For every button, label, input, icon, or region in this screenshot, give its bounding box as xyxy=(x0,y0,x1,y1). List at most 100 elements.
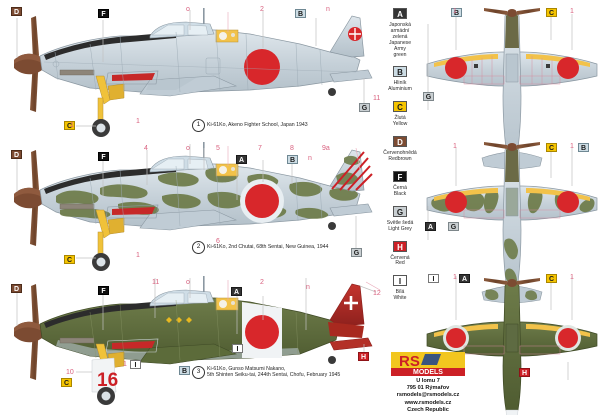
callout-letter-B-p2: B xyxy=(287,155,298,164)
legend-swatch-G: G xyxy=(393,205,407,217)
callout-letter-B-tv1: B xyxy=(451,8,462,17)
topview-3-artwork xyxy=(426,278,598,415)
callout-letter-G-tv1: G xyxy=(423,92,434,101)
callout-letter-C-tv2: C xyxy=(546,143,557,152)
callout-letter-C-p3: C xyxy=(61,378,72,387)
legend-swatch-B: B xyxy=(393,66,407,78)
callout-num-1-tv2b: 1 xyxy=(570,143,574,150)
legend-label-en-H: Red xyxy=(395,260,405,267)
profile-1-number: 1 xyxy=(192,119,205,132)
callout-letter-C-tv1: C xyxy=(546,8,557,17)
legend-label-en-I: White xyxy=(393,295,407,302)
callout-letter-G-p2: G xyxy=(351,248,362,257)
callout-num-1-tv1a: 1 xyxy=(453,8,457,15)
callout-num-o-p2: o xyxy=(186,145,190,152)
legend-swatch-H: H xyxy=(393,240,407,252)
legend-swatch-D: D xyxy=(393,136,407,148)
callout-num-n-p2: n xyxy=(308,155,312,162)
legend-label-cz-F: Černá xyxy=(393,184,407,191)
topview-2-artwork xyxy=(426,142,598,304)
brand-address: U lomu 7 795 01 Rýmařov rsmodels@rsmodel… xyxy=(396,378,460,413)
callout-num-5-p2: 5 xyxy=(216,145,220,152)
callout-num-8-p2: 8 xyxy=(290,145,294,152)
callout-letter-B-p3: B xyxy=(179,366,190,375)
profile-1-artwork xyxy=(14,8,373,137)
legend-item-A: A Japonská armádní zelená Japanese Army … xyxy=(374,4,426,58)
callout-num-2-p1: 2 xyxy=(260,6,264,13)
callout-num-1-tv2a: 1 xyxy=(453,143,457,150)
callout-letter-I-p3b: I xyxy=(130,360,141,369)
legend-label-cz-G: Světle šedá xyxy=(386,219,414,226)
callout-num-11-p3: 11 xyxy=(152,279,160,286)
rs-models-logo: RS MODELS xyxy=(391,352,465,376)
callout-letter-G-tv2: G xyxy=(448,222,459,231)
svg-text:16: 16 xyxy=(97,370,118,391)
callout-letter-C-p1: C xyxy=(64,121,75,130)
callout-num-2-p3: 2 xyxy=(260,279,264,286)
legend-label-cz-I: Bílá xyxy=(395,289,405,296)
callout-letter-D-p2: D xyxy=(11,150,22,159)
profile-3-number: 3 xyxy=(192,366,205,379)
callout-num-n-p1: n xyxy=(326,6,330,13)
profile-1-caption: Ki-61Ko, Akeno Fighter School, Japan 194… xyxy=(207,122,308,128)
callout-num-4-p2: 4 xyxy=(144,145,148,152)
profile-2-number: 2 xyxy=(192,241,205,254)
callout-letter-G-p1: G xyxy=(359,103,370,112)
legend-item-G: G Světle šedá Light Grey xyxy=(374,202,426,233)
callout-num-1-p2: 1 xyxy=(136,252,140,259)
legend-label-en-F: Black xyxy=(393,190,407,197)
legend-label-cz-H: Červená xyxy=(390,254,410,261)
callout-letter-B-tv2: B xyxy=(578,143,589,152)
callout-letter-F-p1: F xyxy=(98,9,109,18)
callout-num-n-p3: n xyxy=(306,284,310,291)
profile-3-artwork: 16 xyxy=(14,276,373,405)
legend-swatch-A: A xyxy=(393,8,407,19)
callout-letter-I-p3: I xyxy=(232,344,243,353)
callout-num-3-legend: 11 xyxy=(373,95,381,102)
legend-label-en-B: Aluminium xyxy=(388,86,412,93)
color-legend: A Japonská armádní zelená Japanese Army … xyxy=(374,4,426,306)
legend-label-en-D: Redbrown xyxy=(388,155,412,162)
callout-num-10-p3: 10 xyxy=(66,369,74,376)
legend-swatch-I: I xyxy=(393,275,407,287)
profile-3-caption: Ki-61Ko, Gunso Matsumi Nakano, 5th Shint… xyxy=(207,366,341,378)
legend-label-en-C: Yellow xyxy=(392,121,408,128)
callout-num-1-tv3a: 1 xyxy=(453,274,457,281)
callout-num-1-p1: 1 xyxy=(136,118,140,125)
legend-item-H: H Červená Red xyxy=(374,237,426,268)
legend-item-B: B Hliník Aluminium xyxy=(374,62,426,93)
legend-label-cz-C: Žlutá xyxy=(394,115,406,122)
legend-item-C: C Žlutá Yellow xyxy=(374,97,426,128)
callout-num-6-p2: 6 xyxy=(216,238,220,245)
callout-num-o-p1: o xyxy=(186,6,190,13)
callout-num-1-tv1b: 1 xyxy=(570,8,574,15)
callout-num-12-p3: 12 xyxy=(373,290,381,297)
brand-block: RS MODELS U lomu 7 795 01 Rýmařov rsmode… xyxy=(376,352,480,414)
callout-letter-D-p3: D xyxy=(11,284,22,293)
legend-swatch-F: F xyxy=(393,170,407,182)
rs-models-logo-svg: RS MODELS xyxy=(391,352,465,376)
callout-letter-D-p1: D xyxy=(11,7,22,16)
legend-label-en-A: Japanese Army green xyxy=(388,39,412,58)
callout-letter-F-p3: F xyxy=(98,286,109,295)
callout-num-1-p3: 1 xyxy=(123,361,127,368)
callout-num-7-p2: 7 xyxy=(258,145,262,152)
legend-label-cz-A: Japonská armádní zelená xyxy=(389,22,411,40)
callout-letter-H-tv3: H xyxy=(519,368,530,377)
profile-2-caption: Ki-61Ko, 2nd Chutai, 68th Sentai, New Gu… xyxy=(207,244,329,250)
legend-label-cz-D: Červenohnědá xyxy=(383,150,417,157)
legend-item-I: I Bílá White xyxy=(374,271,426,302)
callout-letter-C-tv3: C xyxy=(546,274,557,283)
callout-letter-A-p2: A xyxy=(236,155,247,164)
legend-item-D: D Červenohnědá Redbrown xyxy=(374,132,426,163)
callout-num-o-p3: o xyxy=(186,279,190,286)
svg-text:MODELS: MODELS xyxy=(413,369,443,376)
callout-letter-B-p1: B xyxy=(295,9,306,18)
callout-letter-A-p3: A xyxy=(231,287,242,296)
callout-letter-I-tv3: I xyxy=(428,274,439,283)
callout-num-9a-p2: 9a xyxy=(322,145,330,152)
callout-letter-A-tv3: A xyxy=(459,274,470,283)
callout-letter-A-tv2: A xyxy=(425,222,436,231)
